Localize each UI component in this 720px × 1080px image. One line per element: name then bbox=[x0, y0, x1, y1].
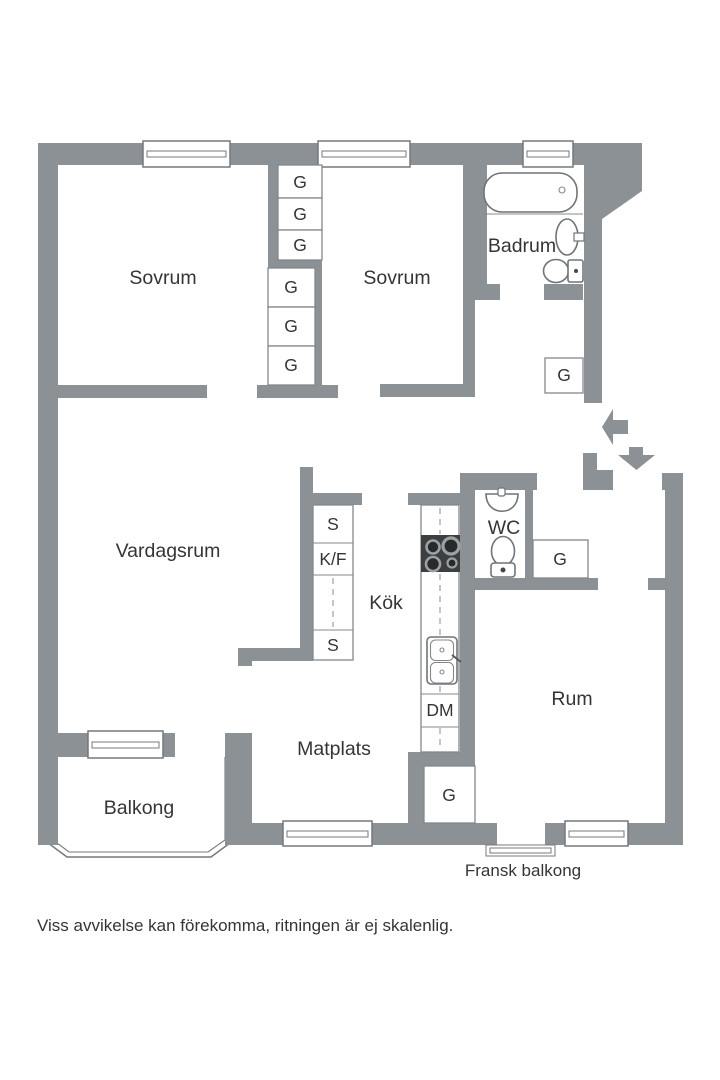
room-label-sovrum-left: Sovrum bbox=[129, 267, 196, 289]
room-label-kok: Kök bbox=[369, 592, 403, 614]
kitchen-sink-icon bbox=[426, 636, 462, 685]
windows bbox=[87, 140, 629, 857]
arrow-down-icon bbox=[618, 447, 655, 470]
window bbox=[564, 820, 629, 847]
bathroom-sink-icon bbox=[555, 218, 585, 256]
window bbox=[142, 140, 231, 168]
wardrobe-label: G bbox=[557, 365, 571, 385]
dishwasher-label: DM bbox=[426, 700, 453, 720]
room-label-matplats: Matplats bbox=[297, 738, 371, 760]
window bbox=[282, 820, 373, 847]
wardrobe-label: G bbox=[293, 235, 307, 255]
kitchen-cabinets bbox=[312, 504, 460, 753]
window bbox=[522, 140, 574, 168]
wardrobe-label: G bbox=[284, 316, 298, 336]
room-label-sovrum-right: Sovrum bbox=[363, 267, 430, 289]
room-label-rum: Rum bbox=[551, 688, 592, 710]
bathroom-toilet-icon bbox=[542, 258, 584, 284]
top-right-corner-wall bbox=[573, 143, 642, 403]
room-label-vardagsrum: Vardagsrum bbox=[116, 540, 221, 562]
fridge-freezer-label: K/F bbox=[319, 549, 346, 569]
window bbox=[87, 730, 164, 759]
wc-toilet-icon bbox=[490, 535, 516, 578]
wardrobe-label: G bbox=[284, 277, 298, 297]
wardrobe-label: G bbox=[293, 172, 307, 192]
french-balcony-marker bbox=[485, 844, 556, 857]
cabinet-label-s-bottom: S bbox=[327, 635, 339, 655]
label-fransk-balkong: Fransk balkong bbox=[465, 861, 581, 880]
window bbox=[317, 140, 411, 168]
interior-walls bbox=[58, 165, 665, 823]
room-label-wc: WC bbox=[488, 517, 521, 539]
bathtub-icon bbox=[483, 172, 583, 215]
wardrobe-label: G bbox=[442, 785, 456, 805]
stove-icon bbox=[421, 535, 461, 573]
wardrobe-label: G bbox=[553, 549, 567, 569]
room-label-badrum: Badrum bbox=[488, 235, 556, 257]
cabinet-label-s-top: S bbox=[327, 514, 339, 534]
wardrobe-label: G bbox=[293, 204, 307, 224]
wardrobes bbox=[267, 164, 589, 824]
wc-sink-icon bbox=[485, 487, 519, 512]
room-label-balkong: Balkong bbox=[104, 797, 174, 819]
outer-walls bbox=[38, 143, 683, 845]
entrance-arrows bbox=[602, 409, 655, 470]
wardrobe-label: G bbox=[284, 355, 298, 375]
arrow-left-icon bbox=[602, 409, 628, 445]
disclaimer-text: Viss avvikelse kan förekomma, ritningen … bbox=[37, 916, 453, 935]
